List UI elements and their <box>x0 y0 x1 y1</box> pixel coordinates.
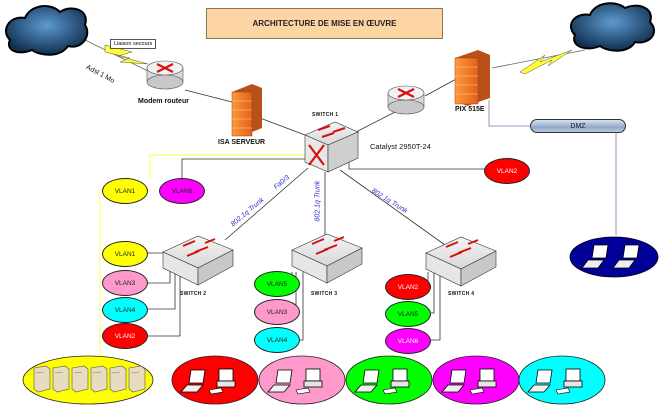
link-switch1-router <box>349 111 396 136</box>
server-icon <box>33 365 51 393</box>
link-modem-isa <box>184 89 233 103</box>
trunk-sw1-sw4 <box>339 169 446 246</box>
desktop-pc-icon <box>295 368 323 395</box>
link-switch1-vlan6 <box>181 158 305 178</box>
vlan-sw3-vlan4: VLAN4 <box>254 327 300 353</box>
host-groups <box>22 355 606 405</box>
server-icon <box>90 365 108 393</box>
isa-label: ISA SERVEUR <box>218 139 266 146</box>
trunk-label-sw3: 802.1q Trunk <box>314 180 322 222</box>
server-icon <box>128 365 146 393</box>
pix-label: PIX 515E <box>455 106 485 113</box>
vlan5-hosts-group <box>345 355 433 405</box>
modem-label: Modem routeur <box>138 98 189 105</box>
link-switch1-vlan2 <box>348 160 495 170</box>
laptop-icon <box>267 369 293 393</box>
link-router-pix <box>424 77 459 97</box>
vlan-sw1-vlan6: VLAN6 <box>159 178 205 204</box>
desktop-pc-icon <box>382 368 410 395</box>
router-icon <box>387 85 425 115</box>
dmz-segment: DMZ <box>530 119 626 133</box>
vlan-sw3-vlan3: VLAN3 <box>254 299 300 325</box>
server-icon <box>52 365 70 393</box>
vlan2-hosts-group <box>171 355 259 405</box>
laptop-icon <box>180 369 206 393</box>
vlan-sw2-vlan4: VLAN4 <box>102 297 148 323</box>
internet-cloud-left-icon <box>5 5 89 56</box>
servers-group <box>22 355 154 405</box>
laptop-icon <box>581 244 609 269</box>
modem-router-icon <box>146 60 184 90</box>
laptop-icon <box>441 369 467 393</box>
switch1-model-label: Catalyst 2950T-24 <box>370 142 431 151</box>
pix-firewall-icon <box>454 50 490 106</box>
link-isa-switch1 <box>259 117 306 136</box>
vlan6-hosts-group <box>432 355 520 405</box>
dmz-hosts-group <box>569 236 659 278</box>
vlan2-hosts-ellipse <box>171 355 259 405</box>
vlan3-hosts-ellipse <box>258 355 346 405</box>
desktop-pc-icon <box>469 368 497 395</box>
vlan-sw1-vlan2: VLAN2 <box>484 158 530 184</box>
link-pix-dmz <box>488 100 530 127</box>
lightning-right-icon <box>519 49 573 75</box>
server-icon <box>71 365 89 393</box>
switch4-label: SWITCH 4 <box>448 291 475 297</box>
desktop-pc-icon <box>555 368 583 395</box>
lightning-left-icon <box>104 44 149 65</box>
backup-link-label: Liaison secours <box>110 39 157 49</box>
vlan-sw2-vlan3: VLAN3 <box>102 270 148 296</box>
switch4-icon <box>425 236 497 287</box>
link-switch1-vlan1 <box>149 154 305 178</box>
trunk-sw1-sw2 <box>224 167 309 241</box>
switch2-icon <box>162 235 234 286</box>
switch1-icon <box>304 121 359 173</box>
vlan-sw4-vlan5: VLAN5 <box>385 301 431 327</box>
dmz-label: DMZ <box>570 122 586 130</box>
vlan-sw4-vlan2: VLAN2 <box>385 274 431 300</box>
laptop-icon <box>527 369 553 393</box>
vlan-sw3-vlan5: VLAN5 <box>254 271 300 297</box>
vlan3-hosts-group <box>258 355 346 405</box>
laptop-icon <box>354 369 380 393</box>
vlan4-hosts-group <box>518 355 606 405</box>
switch1-label: SWITCH 1 <box>312 112 339 118</box>
dmz-hosts-ellipse <box>569 236 659 278</box>
vlan-sw2-vlan2: VLAN2 <box>102 323 148 349</box>
vlan-sw1-vlan1: VLAN1 <box>102 178 148 204</box>
internet-cloud-right-icon <box>570 2 655 52</box>
vlan4-hosts-ellipse <box>518 355 606 405</box>
laptop-icon <box>612 244 640 269</box>
vlan-sw2-vlan1: VLAN1 <box>102 241 148 267</box>
server-icon <box>109 365 127 393</box>
link-pix-cloud <box>491 49 586 69</box>
diagram-title: ARCHITECTURE DE MISE EN ŒUVRE <box>206 8 443 39</box>
isa-firewall-icon <box>231 84 262 137</box>
switch2-label: SWITCH 2 <box>180 291 207 297</box>
vlan-sw4-vlan6: VLAN6 <box>385 328 431 354</box>
vlan6-hosts-ellipse <box>432 355 520 405</box>
switch3-label: SWITCH 3 <box>311 291 338 297</box>
desktop-pc-icon <box>208 368 236 395</box>
vlan5-hosts-ellipse <box>345 355 433 405</box>
switch3-icon <box>291 233 363 284</box>
